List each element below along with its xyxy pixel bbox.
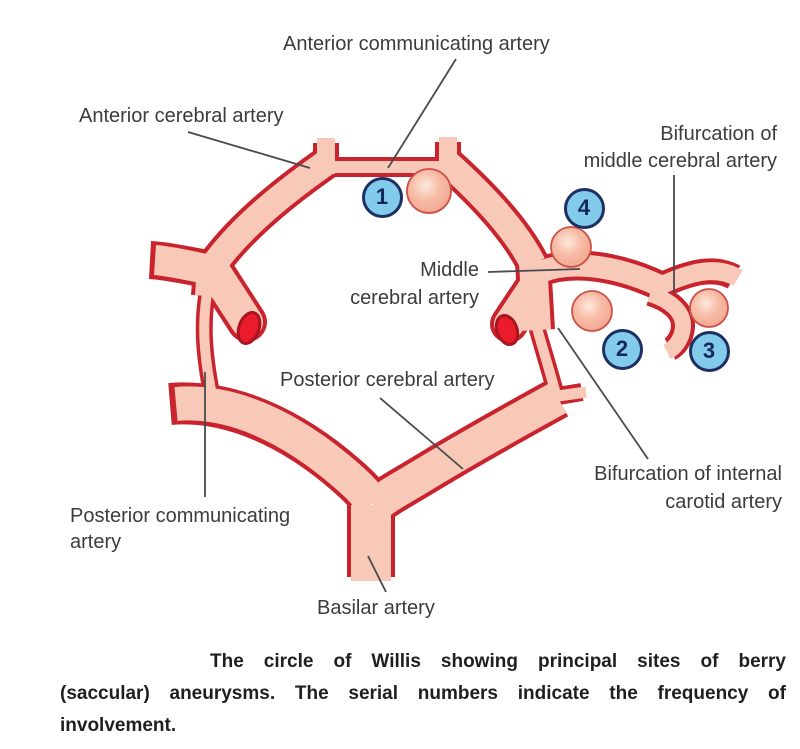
aneurysm-site-3 [689,288,729,328]
aneurysms [406,168,729,332]
marker-4-number: 4 [577,195,591,220]
aneurysm-site-4 [550,226,592,268]
leader-middle-cerebral [487,268,581,273]
caption-line-3: involvement. [60,715,177,736]
label-posterior-cerebral-artery: Posterior cerebral artery [280,369,495,391]
carotid-cut-lumen-right [494,313,520,347]
leader-anterior-communicating [387,58,457,169]
carotid-cut-lumen-left [236,311,262,345]
circle-of-willis-diagram [148,58,743,593]
label-line: Bifurcation of [660,123,777,145]
leader-posterior-cerebral [379,397,464,470]
label-middle-cerebral-artery: Middle cerebral artery [350,256,479,312]
leader-basilar [367,555,387,593]
leader-anterior-cerebral [187,131,311,169]
caption-line-1: The circle of Willis showing principal s… [210,651,786,672]
label-line: Middle [420,259,479,281]
marker-1-number: 1 [375,184,389,209]
label-anterior-communicating-artery: Anterior communicating artery [283,33,550,55]
caption-line-2: (saccular) aneurysms. The serial numbers… [60,683,786,704]
artery-fill-layer [153,137,743,581]
label-basilar-artery: Basilar artery [317,597,435,619]
label-bifurcation-middle-cerebral-artery: Bifurcation of middle cerebral artery [584,121,777,175]
marker-3-number: 3 [702,338,716,363]
marker-site-3: 3 [688,330,730,372]
label-line: artery [70,531,122,553]
label-bifurcation-internal-carotid-artery: Bifurcation of internal carotid artery [594,460,782,516]
label-line: cerebral artery [350,287,479,309]
aneurysm-site-2 [571,290,613,332]
figure-caption: The circle of Willis showing principal s… [60,646,786,742]
leader-bifurcation-internal-carotid [557,327,649,460]
marker-site-1: 1 [361,176,403,218]
label-line: middle cerebral artery [583,150,777,172]
label-line: Bifurcation of internal [594,463,782,485]
label-posterior-communicating-artery: Posterior communicating artery [70,503,290,555]
marker-site-2: 2 [601,328,643,370]
label-line: Posterior communicating [70,505,291,527]
label-line: carotid artery [665,491,782,513]
marker-2-number: 2 [615,336,629,361]
aneurysm-site-1 [406,168,452,214]
label-anterior-cerebral-artery: Anterior cerebral artery [79,105,284,127]
marker-site-4: 4 [563,187,605,229]
leader-lines [187,58,675,593]
